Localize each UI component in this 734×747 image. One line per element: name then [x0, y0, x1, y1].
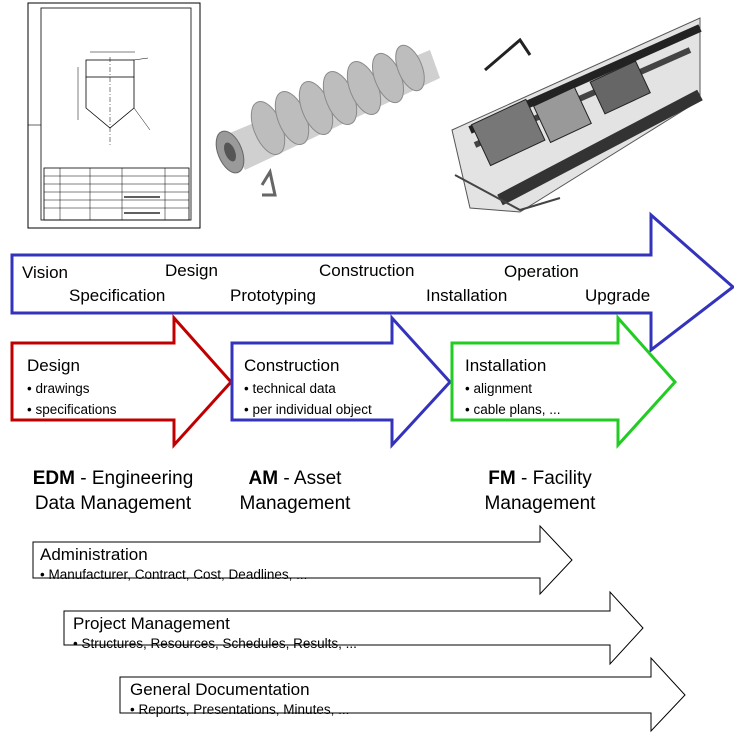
fm-line1: - Facility — [515, 468, 592, 489]
edm-line2: Data Management — [34, 493, 192, 514]
design-box-title: Design — [27, 356, 80, 375]
installation-box-item: cable plans, ... — [465, 402, 560, 418]
bellows-pipe-image — [215, 44, 440, 197]
phase-label-design: Design — [165, 261, 218, 280]
am-abbr: AM — [248, 468, 279, 489]
edm-line1: - Engineering — [74, 468, 194, 489]
fm-label: FM - Facility — [460, 468, 620, 490]
phase-label-operation: Operation — [504, 262, 579, 281]
project-management-title: Project Management — [73, 614, 230, 633]
phase-label-specification: Specification — [69, 286, 166, 305]
construction-box-title: Construction — [244, 356, 340, 375]
technical-drawing-image — [27, 2, 201, 229]
accelerator-module-image — [451, 17, 703, 213]
fm-line2: Management — [484, 493, 596, 514]
phase-label-vision: Vision — [22, 263, 68, 282]
installation-box-title: Installation — [465, 356, 547, 375]
administration-title: Administration — [40, 545, 148, 564]
phase-label-upgrade: Upgrade — [585, 286, 651, 305]
fm-abbr: FM — [488, 468, 516, 489]
edm-abbr: EDM — [32, 468, 75, 489]
general-documentation-detail: Reports, Presentations, Minutes, ... — [130, 702, 349, 718]
am-line1: - Asset — [278, 468, 342, 489]
project-management-detail: Structures, Resources, Schedules, Result… — [73, 636, 356, 652]
am-label: AM - Asset — [230, 468, 360, 490]
construction-box-item: technical data — [244, 381, 335, 397]
phase-label-prototyping: Prototyping — [230, 286, 316, 305]
construction-box-item: per individual object — [244, 402, 371, 418]
general-documentation-title: General Documentation — [130, 680, 310, 699]
phase-label-construction: Construction — [319, 261, 415, 280]
edm-label: EDM - Engineering — [8, 468, 218, 490]
design-box-item: drawings — [27, 381, 89, 397]
design-box-item: specifications — [27, 402, 116, 418]
lifecycle-main-arrow — [10, 211, 734, 354]
am-line2: Management — [239, 493, 351, 514]
administration-detail: Manufacturer, Contract, Cost, Deadlines,… — [40, 567, 307, 583]
phase-label-installation: Installation — [426, 286, 508, 305]
installation-box-item: alignment — [465, 381, 532, 397]
